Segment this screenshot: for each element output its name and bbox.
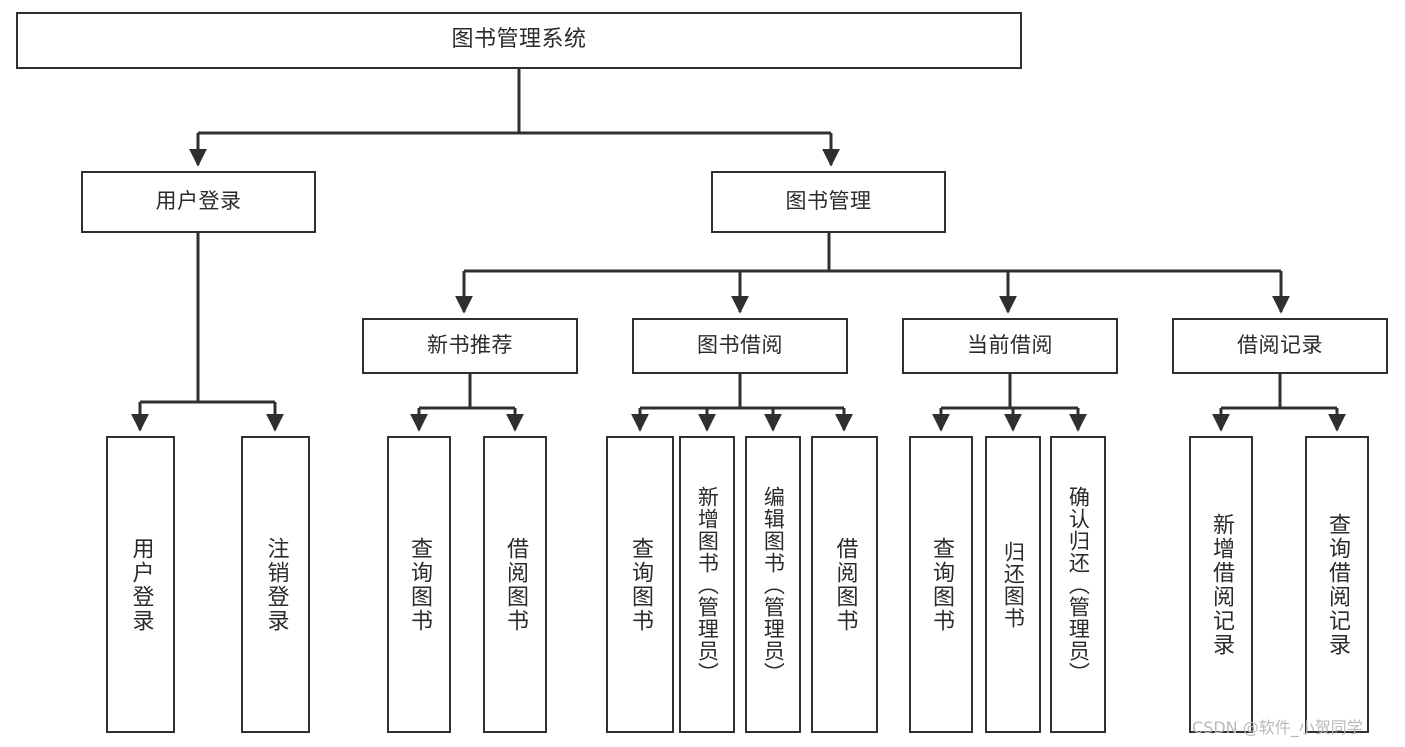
node-label: 新增借阅记录 (1208, 512, 1234, 657)
leaf-add-book-admin[interactable]: 新增图书（管理员） (679, 436, 735, 733)
node-label: 用户登录 (128, 536, 154, 633)
leaf-user-login[interactable]: 用户登录 (106, 436, 175, 733)
node-label: 查询借阅记录 (1324, 512, 1350, 657)
node-label: 确认归还（管理员） (1066, 485, 1091, 684)
leaf-logout[interactable]: 注销登录 (241, 436, 310, 733)
node-label: 查询图书 (928, 536, 954, 633)
node-label: 用户登录 (155, 189, 242, 214)
leaf-confirm-return-admin[interactable]: 确认归还（管理员） (1050, 436, 1106, 733)
node-user-login[interactable]: 用户登录 (81, 171, 316, 233)
node-label: 图书借阅 (697, 333, 783, 358)
leaf-query-borrow-record[interactable]: 查询借阅记录 (1305, 436, 1369, 733)
leaf-borrow-book-borrow[interactable]: 借阅图书 (811, 436, 878, 733)
node-root-book-management-system[interactable]: 图书管理系统 (16, 12, 1022, 69)
node-label: 编辑图书（管理员） (761, 485, 786, 684)
node-current-borrow[interactable]: 当前借阅 (902, 318, 1118, 374)
leaf-borrow-book-newbook[interactable]: 借阅图书 (483, 436, 547, 733)
node-label: 图书管理系统 (451, 27, 587, 53)
leaf-edit-book-admin[interactable]: 编辑图书（管理员） (745, 436, 801, 733)
node-book-management[interactable]: 图书管理 (711, 171, 946, 233)
node-label: 注销登录 (263, 536, 289, 633)
leaf-query-book-borrow[interactable]: 查询图书 (606, 436, 674, 733)
node-label: 图书管理 (785, 189, 872, 214)
watermark-text: CSDN @软件_小贺同学 (1192, 718, 1363, 737)
node-book-borrow[interactable]: 图书借阅 (632, 318, 848, 374)
node-label: 当前借阅 (967, 333, 1053, 358)
node-new-book-recommend[interactable]: 新书推荐 (362, 318, 578, 374)
node-label: 借阅图书 (502, 536, 528, 633)
leaf-return-book[interactable]: 归还图书 (985, 436, 1041, 733)
node-label: 借阅记录 (1237, 333, 1323, 358)
node-label: 借阅图书 (832, 536, 858, 633)
node-borrow-record[interactable]: 借阅记录 (1172, 318, 1388, 374)
node-label: 归还图书 (1001, 540, 1026, 629)
node-label: 查询图书 (406, 536, 432, 633)
leaf-add-borrow-record[interactable]: 新增借阅记录 (1189, 436, 1253, 733)
node-label: 查询图书 (627, 536, 653, 633)
leaf-query-book-current[interactable]: 查询图书 (909, 436, 973, 733)
node-label: 新增图书（管理员） (695, 485, 720, 684)
leaf-query-book-newbook[interactable]: 查询图书 (387, 436, 451, 733)
node-label: 新书推荐 (427, 333, 513, 358)
